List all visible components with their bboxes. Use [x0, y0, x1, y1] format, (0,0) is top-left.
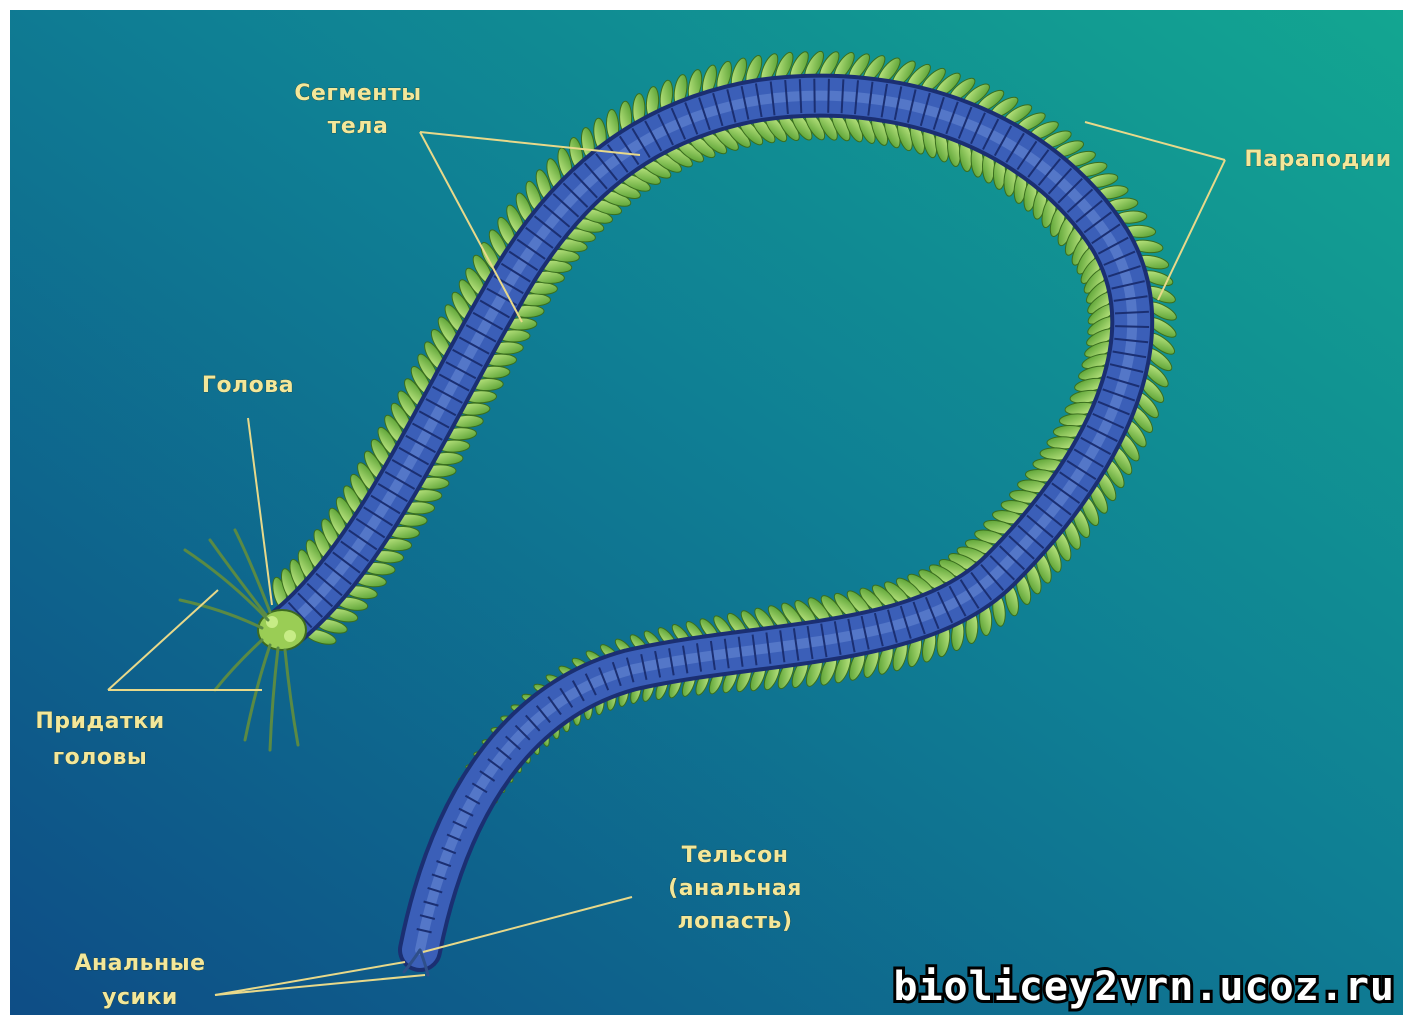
label-telson: Тельсон (анальная лопасть) — [668, 843, 802, 934]
label-head-appendages-line2: головы — [53, 745, 148, 770]
label-anal-cirri-line2: усики — [102, 985, 178, 1010]
label-telson-line1: Тельсон — [682, 843, 789, 868]
label-segments-line1: Сегменты — [294, 81, 421, 106]
label-segments-line2: тела — [328, 114, 389, 139]
segment-line — [828, 79, 829, 113]
watermark-text: biolicey2vrn.ucoz.ru — [893, 964, 1395, 1010]
label-telson-line2: (анальная — [668, 876, 802, 901]
label-anal-cirri-line1: Анальные — [74, 951, 205, 976]
segment-line — [814, 79, 815, 113]
label-parapodia-line1: Параподии — [1244, 147, 1391, 172]
label-head: Голова — [202, 373, 294, 398]
label-telson-line3: лопасть) — [677, 909, 792, 934]
label-parapodia: Параподии — [1244, 147, 1391, 172]
segment-line — [1115, 326, 1149, 327]
label-head-appendages-line1: Придатки — [35, 709, 164, 734]
label-head-line1: Голова — [202, 373, 294, 398]
